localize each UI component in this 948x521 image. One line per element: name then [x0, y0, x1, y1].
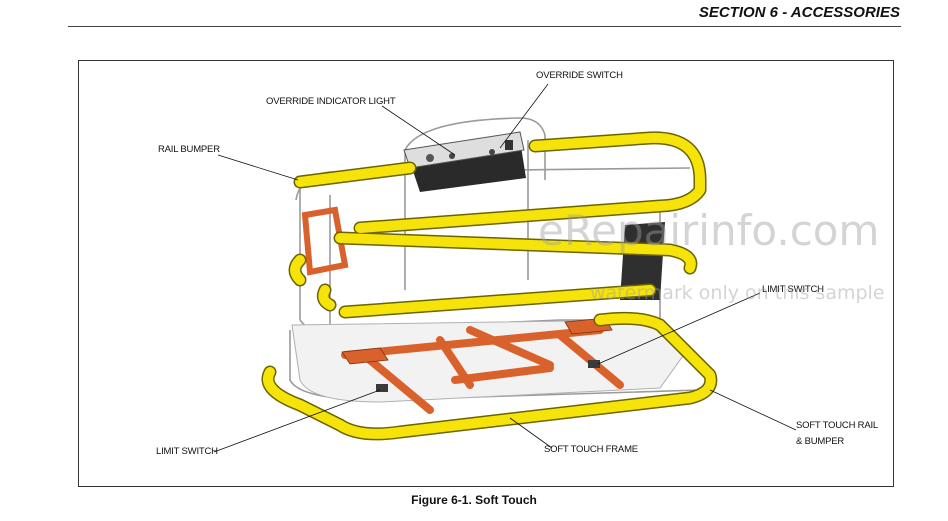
watermark-note: watermark only on this sample: [590, 282, 885, 304]
limit-switch-right-label: LIMIT SWITCH: [762, 284, 824, 295]
override-indicator-light-label: OVERRIDE INDICATOR LIGHT: [266, 96, 396, 107]
header-rule: [68, 26, 901, 27]
figure-frame: [78, 60, 894, 487]
rail-bumper-label: RAIL BUMPER: [158, 144, 220, 155]
soft-touch-frame-label: SOFT TOUCH FRAME: [544, 444, 638, 455]
soft-touch-rail-label-line1: SOFT TOUCH RAIL: [796, 420, 878, 431]
side-panel: [620, 222, 665, 300]
limit-switch-left-label: LIMIT SWITCH: [156, 446, 218, 457]
rail-bumper-yellow: [261, 131, 718, 441]
section-header: SECTION 6 - ACCESSORIES: [698, 4, 900, 21]
orange-gate: [301, 206, 349, 276]
limit-switch-markers: [376, 360, 600, 392]
soft-touch-rail-label-line2: & BUMPER: [796, 436, 845, 447]
figure-caption: Figure 6-1. Soft Touch: [411, 493, 537, 507]
leader-lines: [213, 83, 797, 453]
control-box: [403, 131, 526, 192]
watermark-site: eRepairinfo.com: [538, 206, 880, 255]
override-switch-label: OVERRIDE SWITCH: [536, 70, 623, 81]
